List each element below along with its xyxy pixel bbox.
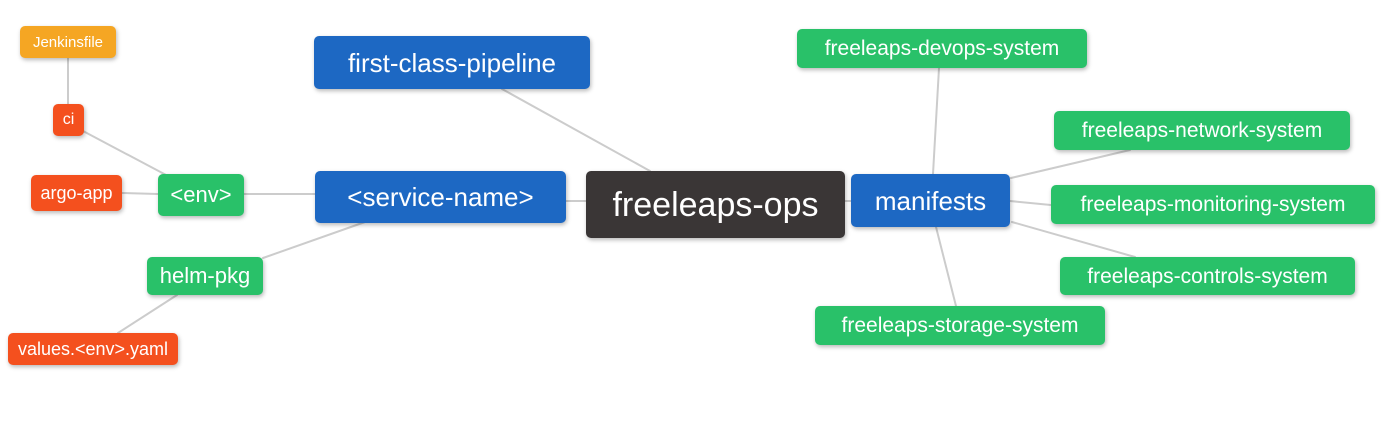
edge-manifests-to-freeleaps-monitoring-system [1009, 200, 1052, 206]
edge-argo-app-to-env [121, 192, 159, 195]
edge-manifests-to-freeleaps-storage-system [935, 226, 957, 307]
edge-manifests-to-freeleaps-controls-system [1011, 221, 1136, 258]
node-freeleaps-controls-system[interactable]: freeleaps-controls-system [1060, 257, 1355, 295]
edge-ci-to-env [82, 130, 169, 177]
node-manifests[interactable]: manifests [851, 174, 1010, 227]
edge-first-class-pipeline-to-freeleaps-ops [501, 88, 651, 172]
edge-manifests-to-freeleaps-devops-system [932, 67, 940, 175]
node-freeleaps-storage-system[interactable]: freeleaps-storage-system [815, 306, 1105, 345]
node-freeleaps-ops[interactable]: freeleaps-ops [586, 171, 845, 238]
node-freeleaps-network-system[interactable]: freeleaps-network-system [1054, 111, 1350, 150]
node-ci[interactable]: ci [53, 104, 84, 136]
node-argo-app[interactable]: argo-app [31, 175, 122, 211]
edge-helm-pkg-to-values-env-yaml [117, 294, 178, 334]
node-service-name[interactable]: <service-name> [315, 171, 566, 223]
edge-manifests-to-freeleaps-network-system [1010, 149, 1131, 179]
edge-service-name-to-helm-pkg [262, 221, 366, 259]
node-env[interactable]: <env> [158, 174, 244, 216]
node-helm-pkg[interactable]: helm-pkg [147, 257, 263, 295]
node-jenkinsfile[interactable]: Jenkinsfile [20, 26, 116, 58]
node-values-env-yaml[interactable]: values.<env>.yaml [8, 333, 178, 365]
node-freeleaps-devops-system[interactable]: freeleaps-devops-system [797, 29, 1087, 68]
node-first-class-pipeline[interactable]: first-class-pipeline [314, 36, 590, 89]
node-freeleaps-monitoring-system[interactable]: freeleaps-monitoring-system [1051, 185, 1375, 224]
